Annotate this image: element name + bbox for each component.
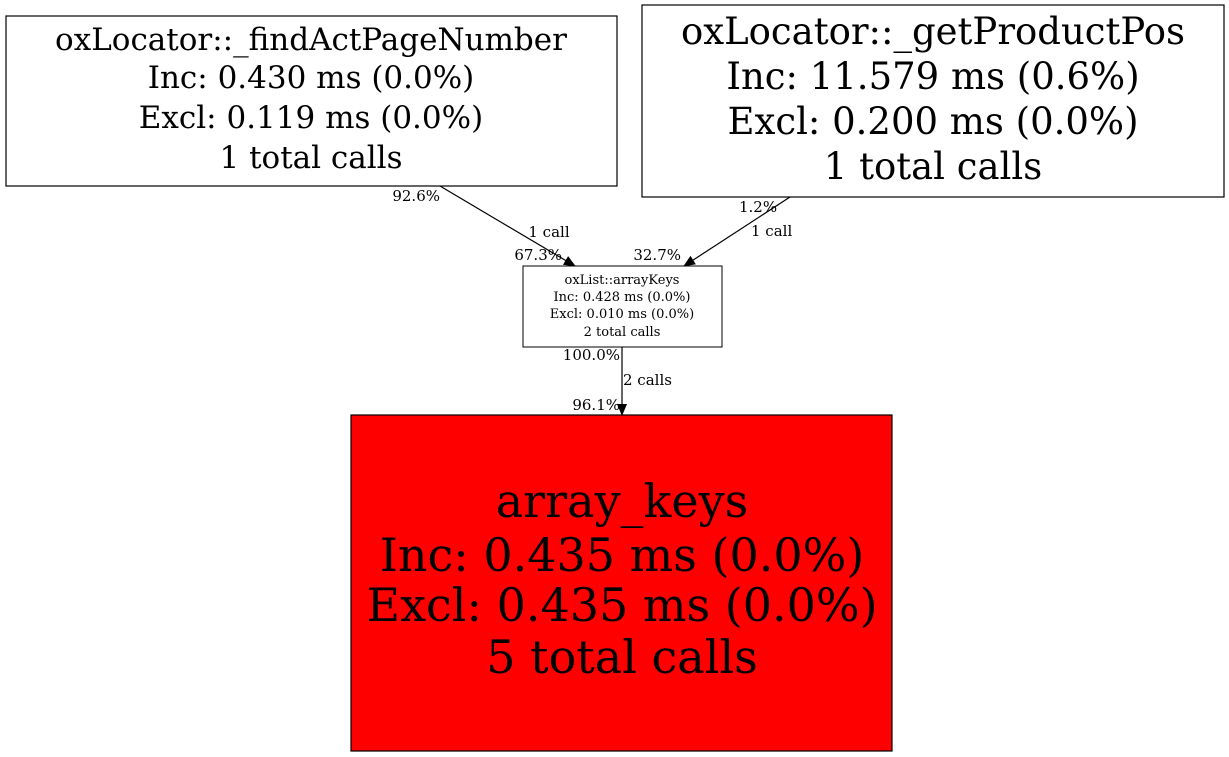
node-inclusive-time: Inc: 11.579 ms (0.6%) <box>726 55 1139 98</box>
node-function-name: oxList::arrayKeys <box>565 273 680 288</box>
node-function-name: oxLocator::_getProductPos <box>681 10 1185 54</box>
node-total-calls: 5 total calls <box>486 630 758 684</box>
edge-source-percent: 100.0% <box>563 346 620 364</box>
node-array-keys[interactable]: array_keys Inc: 0.435 ms (0.0%) Excl: 0.… <box>350 414 893 752</box>
node-box <box>5 15 618 187</box>
edge-call-count: 1 call <box>528 223 569 241</box>
node-inclusive-time: Inc: 0.430 ms (0.0%) <box>148 60 475 96</box>
node-total-calls: 1 total calls <box>824 145 1042 188</box>
node-exclusive-time: Excl: 0.010 ms (0.0%) <box>550 307 694 322</box>
node-exclusive-time: Excl: 0.435 ms (0.0%) <box>366 578 877 632</box>
node-total-calls: 2 total calls <box>584 325 661 340</box>
node-oxlist-arraykeys[interactable]: oxList::arrayKeys Inc: 0.428 ms (0.0%) E… <box>522 265 723 348</box>
edge-getpos-to-arraykeys: 1.2% 1 call 32.7% <box>633 196 792 267</box>
node-function-name: oxLocator::_findActPageNumber <box>55 22 567 58</box>
edge-target-percent: 67.3% <box>514 246 562 264</box>
node-exclusive-time: Excl: 0.200 ms (0.0%) <box>727 100 1138 143</box>
node-find-act-page-number[interactable]: oxLocator::_findActPageNumber Inc: 0.430… <box>5 15 618 187</box>
node-function-name: array_keys <box>496 474 749 528</box>
edge-arraykeys-to-builtin: 100.0% 2 calls 96.1% <box>563 346 672 416</box>
node-box <box>641 4 1225 198</box>
node-exclusive-time: Excl: 0.119 ms (0.0%) <box>139 100 483 136</box>
node-box-hot <box>350 414 893 752</box>
edge-target-percent: 32.7% <box>633 246 681 264</box>
edge-call-count: 1 call <box>751 222 792 240</box>
node-get-product-pos[interactable]: oxLocator::_getProductPos Inc: 11.579 ms… <box>641 4 1225 198</box>
node-inclusive-time: Inc: 0.435 ms (0.0%) <box>380 528 865 582</box>
edge-call-count: 2 calls <box>623 371 672 389</box>
edge-find-to-arraykeys: 92.6% 1 call 67.3% <box>392 185 576 267</box>
edge-source-percent: 1.2% <box>739 198 777 216</box>
edge-source-percent: 92.6% <box>392 187 440 205</box>
node-box <box>522 265 723 348</box>
node-inclusive-time: Inc: 0.428 ms (0.0%) <box>554 290 691 305</box>
edge-target-percent: 96.1% <box>572 396 620 414</box>
node-total-calls: 1 total calls <box>220 140 403 176</box>
